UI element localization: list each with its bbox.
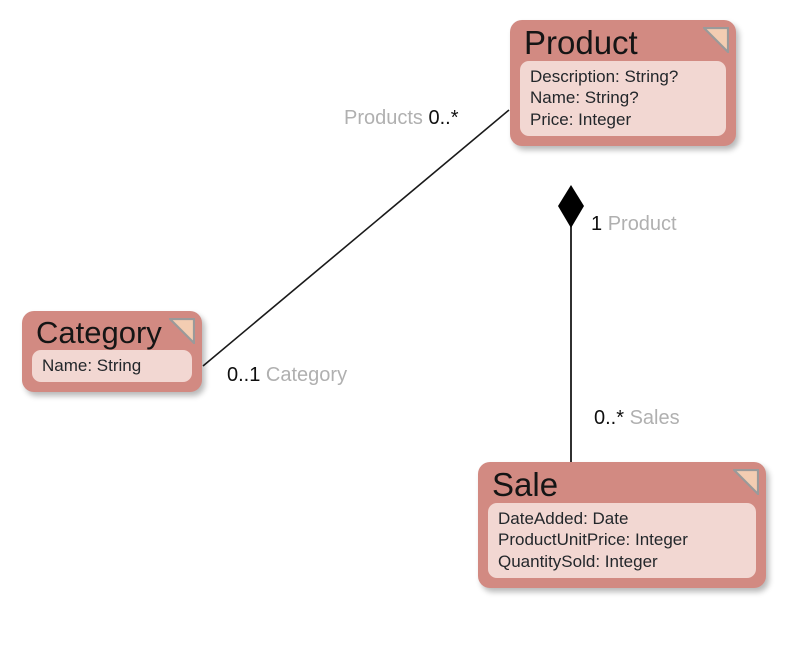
multiplicity-category: 0..1 [227,364,261,386]
multiplicity-products: 0..* [428,107,459,129]
edge-end-label-sales: 0..* Sales [594,407,680,430]
attribute-row: ProductUnitPrice: Integer [498,530,688,550]
class-name-product: Product [524,24,638,61]
folded-corner-icon [703,27,729,53]
edge-end-label-category: 0..1 Category [227,364,347,387]
edge-end-label-product: 1 Product [591,213,677,236]
attribute-row: QuantitySold: Integer [498,551,658,571]
attribute-row: Name: String [42,355,142,375]
attribute-row: DateAdded: Date [498,508,629,528]
edge-category-product[interactable] [202,109,510,367]
multiplicity-product: 1 [591,213,603,235]
folded-corner-icon [733,469,759,495]
composition-diamond-icon [558,185,584,228]
attribute-panel-product: Description: String? Name: String? Price… [520,60,726,137]
class-name-category: Category [36,315,162,350]
role-name-products: Products [344,107,423,129]
attribute-panel-category: Name: String [32,349,192,383]
role-name-category: Category [265,364,348,386]
class-node-sale[interactable]: Sale DateAdded: Date ProductUnitPrice: I… [478,462,766,589]
attribute-row: Description: String? [530,66,679,86]
edge-end-label-products: Products 0..* [344,107,459,130]
class-node-category[interactable]: Category Name: String [22,311,202,393]
attribute-panel-sale: DateAdded: Date ProductUnitPrice: Intege… [488,502,756,579]
class-name-sale: Sale [492,466,559,503]
attribute-row: Price: Integer [530,109,632,129]
attribute-row: Name: String? [530,88,639,108]
class-node-product[interactable]: Product Description: String? Name: Strin… [510,20,736,147]
role-name-sales: Sales [629,407,680,429]
multiplicity-sales: 0..* [594,407,625,429]
role-name-product: Product [607,213,677,235]
folded-corner-icon [169,318,195,344]
